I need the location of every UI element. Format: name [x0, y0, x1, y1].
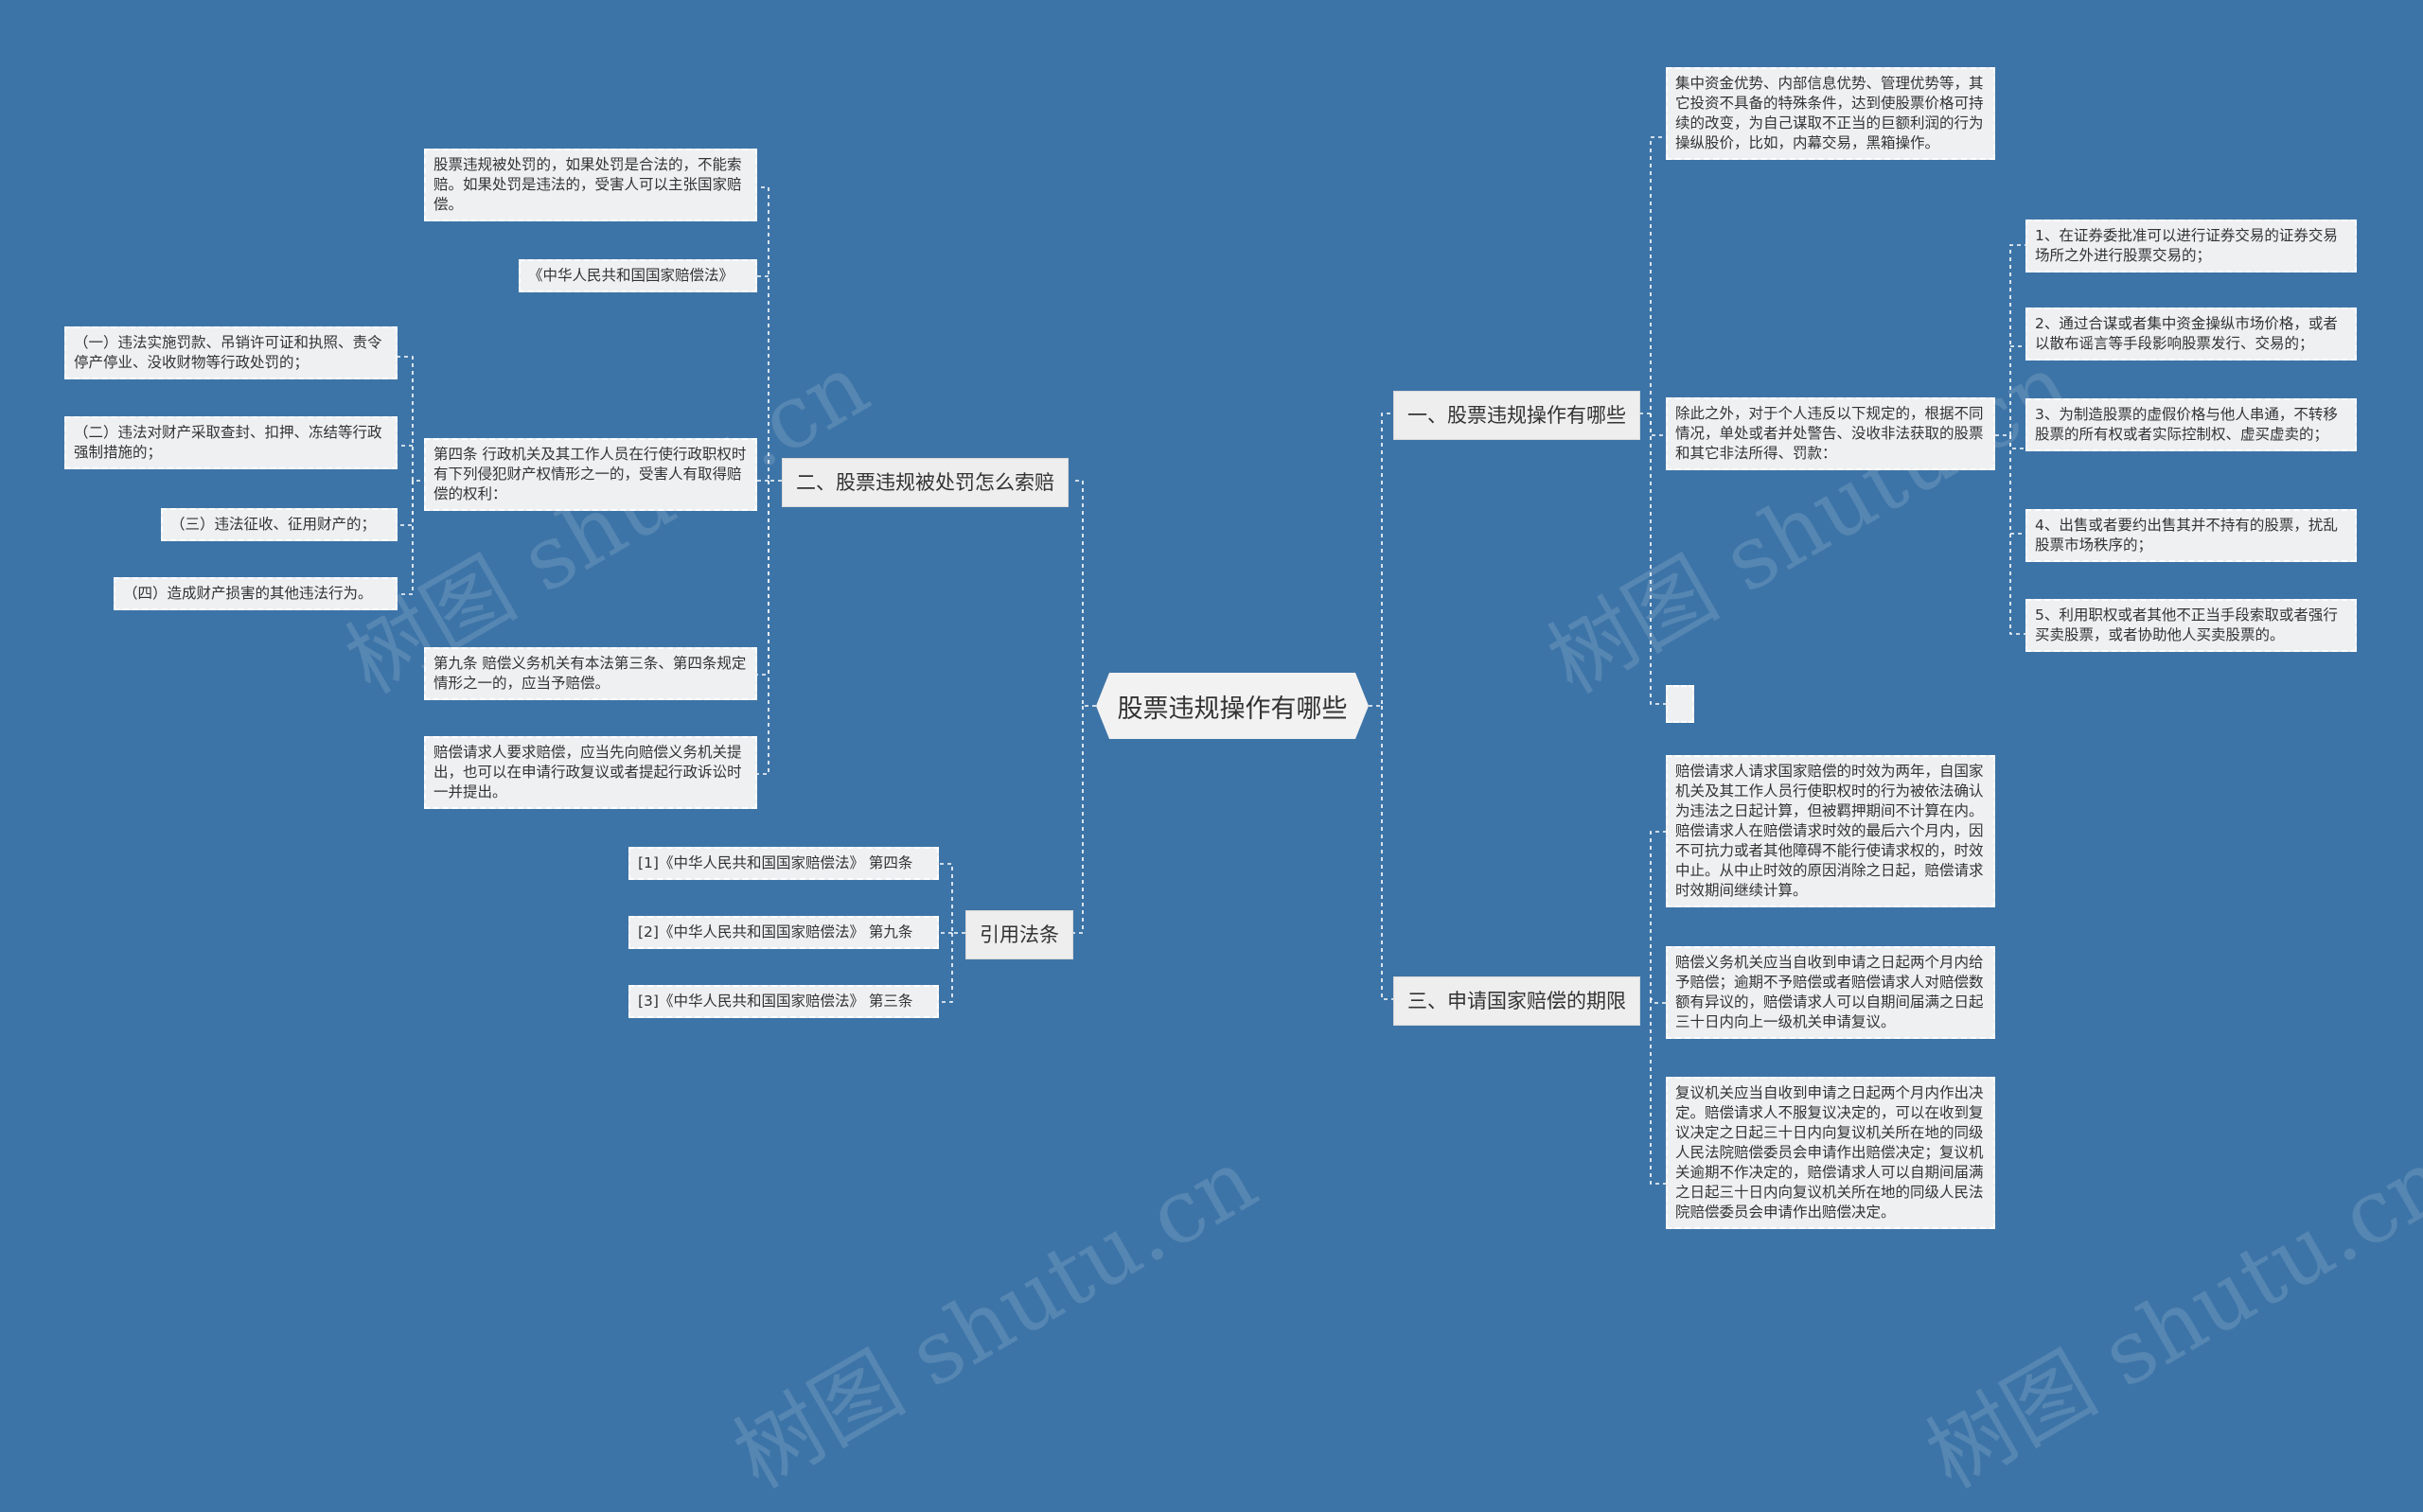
connector-lines [398, 136, 2025, 1185]
violation-item-3[interactable]: 3、为制造股票的虚假价格与他人串通，不转移股票的所有权或者实际控制权、虚买虚卖的… [2025, 398, 2357, 451]
topic1-empty-node[interactable] [1666, 685, 1694, 723]
topic2-article-4[interactable]: 第四条 行政机关及其工作人员在行使行政职权时有下列侵犯财产权情形之一的，受害人有… [424, 438, 757, 511]
cited-law-1[interactable]: [1]《中华人民共和国国家赔偿法》 第四条 [628, 847, 939, 880]
topic-stock-violations[interactable]: 一、股票违规操作有哪些 [1393, 391, 1640, 440]
topic2-article-9[interactable]: 第九条 赔偿义务机关有本法第三条、第四条规定情形之一的，应当予赔偿。 [424, 647, 757, 700]
topic3-note-two-months[interactable]: 赔偿义务机关应当自收到申请之日起两个月内给予赔偿；逾期不予赔偿或者赔偿请求人对赔… [1666, 946, 1995, 1039]
topic1-note-manipulation[interactable]: 集中资金优势、内部信息优势、管理优势等，其它投资不具备的特殊条件，达到使股票价格… [1666, 67, 1995, 160]
topic1-note-penalties[interactable]: 除此之外，对于个人违反以下规定的，根据不同情况，单处或者并处警告、没收非法获取的… [1666, 397, 1995, 470]
article4-item-2[interactable]: （二）违法对财产采取查封、扣押、冻结等行政强制措施的； [64, 416, 398, 469]
topic-cited-laws[interactable]: 引用法条 [965, 910, 1073, 959]
topic3-note-time-limit[interactable]: 赔偿请求人请求国家赔偿的时效为两年，自国家机关及其工作人员行使职权时的行为被依法… [1666, 755, 1995, 907]
topic-how-to-claim[interactable]: 二、股票违规被处罚怎么索赔 [782, 458, 1069, 507]
mind-map-canvas: 树图 shutu.cn 树图 shutu.cn 树图 shutu.cn 树图 s… [64, 67, 2423, 1508]
topic2-law-title[interactable]: 《中华人民共和国国家赔偿法》 [519, 259, 757, 292]
article4-item-1[interactable]: （一）违法实施罚款、吊销许可证和执照、责令停产停业、没收财物等行政处罚的； [64, 326, 398, 379]
violation-item-5[interactable]: 5、利用职权或者其他不正当手段索取或者强行买卖股票，或者协助他人买卖股票的。 [2025, 599, 2357, 652]
cited-law-3[interactable]: [3]《中华人民共和国国家赔偿法》 第三条 [628, 985, 939, 1018]
article4-item-4[interactable]: （四）造成财产损害的其他违法行为。 [114, 577, 398, 610]
topic-compensation-deadline[interactable]: 三、申请国家赔偿的期限 [1393, 976, 1640, 1026]
topic3-note-review[interactable]: 复议机关应当自收到申请之日起两个月内作出决定。赔偿请求人不服复议决定的，可以在收… [1666, 1077, 1995, 1229]
violation-item-2[interactable]: 2、通过合谋或者集中资金操纵市场价格，或者以散布谣言等手段影响股票发行、交易的； [2025, 308, 2357, 360]
violation-item-1[interactable]: 1、在证券委批准可以进行证券交易的证券交易场所之外进行股票交易的； [2025, 220, 2357, 273]
topic2-note-state-compensation[interactable]: 股票违规被处罚的，如果处罚是合法的，不能索赔。如果处罚是违法的，受害人可以主张国… [424, 149, 757, 221]
topic2-claim-procedure[interactable]: 赔偿请求人要求赔偿，应当先向赔偿义务机关提出，也可以在申请行政复议或者提起行政诉… [424, 736, 757, 809]
root-topic[interactable]: 股票违规操作有哪些 [1096, 673, 1369, 739]
article4-item-3[interactable]: （三）违法征收、征用财产的； [161, 508, 398, 541]
cited-law-2[interactable]: [2]《中华人民共和国国家赔偿法》 第九条 [628, 916, 939, 949]
violation-item-4[interactable]: 4、出售或者要约出售其并不持有的股票，扰乱股票市场秩序的； [2025, 509, 2357, 562]
